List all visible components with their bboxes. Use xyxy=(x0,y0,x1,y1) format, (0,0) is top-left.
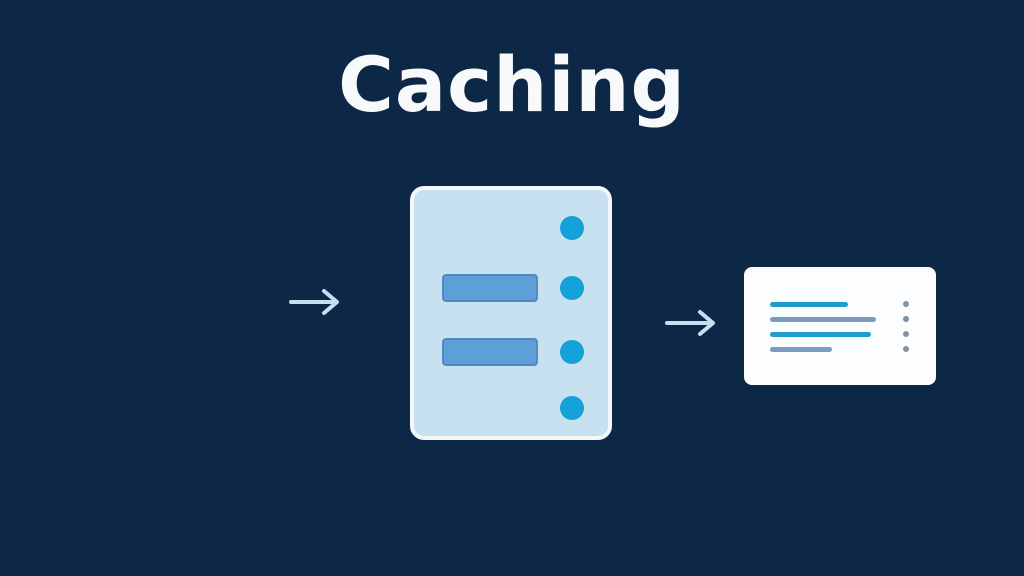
card-dot xyxy=(903,316,909,322)
cache-server-icon xyxy=(410,186,612,440)
output-arrow-icon xyxy=(665,310,715,336)
page-title: Caching xyxy=(338,40,686,129)
server-led xyxy=(560,340,584,364)
server-slot xyxy=(442,274,538,302)
server-led xyxy=(560,216,584,240)
result-card-icon xyxy=(744,267,936,385)
card-line xyxy=(770,332,871,337)
card-line xyxy=(770,302,848,307)
card-line xyxy=(770,317,876,322)
card-line xyxy=(770,347,832,352)
server-led xyxy=(560,276,584,300)
server-slot xyxy=(442,338,538,366)
input-arrow-icon xyxy=(289,289,339,315)
card-dot xyxy=(903,331,909,337)
server-led xyxy=(560,396,584,420)
card-dot xyxy=(903,301,909,307)
card-dot xyxy=(903,346,909,352)
